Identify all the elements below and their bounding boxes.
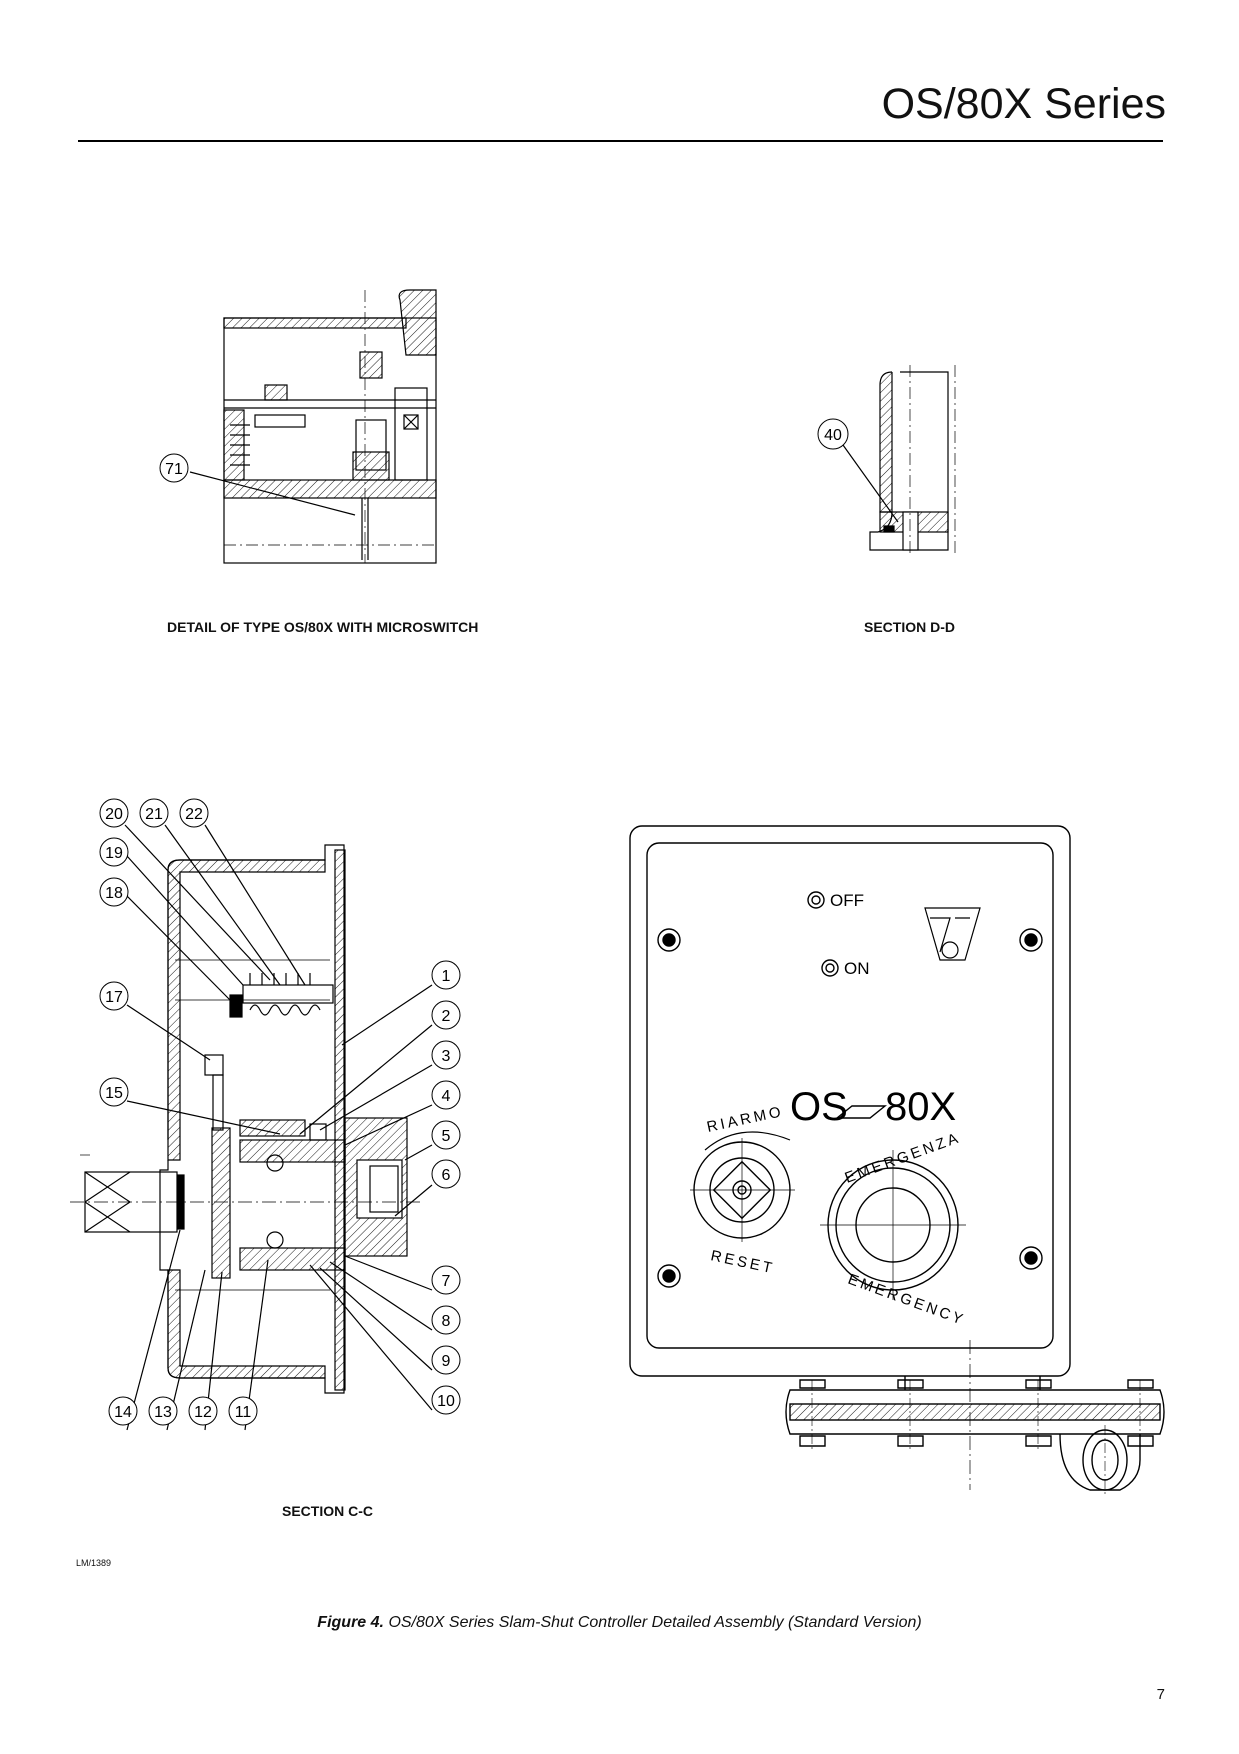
- svg-text:7: 7: [442, 1273, 451, 1290]
- callout-13: 13: [148, 1396, 178, 1426]
- emergency-label: EMERGENCY: [846, 1271, 968, 1329]
- on-label: ON: [844, 959, 870, 978]
- callout-7: 7: [431, 1265, 461, 1295]
- figure-text: OS/80X Series Slam-Shut Controller Detai…: [388, 1614, 922, 1631]
- drawing-reference: LM/1389: [76, 1558, 112, 1568]
- callout-8: 8: [431, 1305, 461, 1335]
- svg-text:11: 11: [235, 1404, 252, 1421]
- callout-20: 20: [99, 798, 129, 828]
- off-label: OFF: [830, 891, 864, 910]
- callout-6: 6: [431, 1159, 461, 1189]
- svg-text:20: 20: [105, 806, 123, 823]
- figure-label: Figure 4.: [317, 1614, 384, 1631]
- svg-text:4: 4: [442, 1088, 451, 1105]
- riarmo-label: RIARMO: [705, 1103, 785, 1136]
- front-panel-labels: OFF ON OS 80X RIARMO RESET EMERGENZA EME…: [705, 891, 967, 1329]
- header-rule: [78, 140, 1163, 142]
- callout-18: 18: [99, 877, 129, 907]
- section-cc: [70, 824, 433, 1431]
- figure-caption: Figure 4. OS/80X Series Slam-Shut Contro…: [0, 1614, 1239, 1632]
- svg-text:13: 13: [154, 1404, 172, 1421]
- svg-text:10: 10: [437, 1393, 455, 1410]
- svg-text:14: 14: [114, 1404, 132, 1421]
- caption-section-dd: SECTION D-D: [864, 619, 955, 635]
- callout-10: 10: [431, 1385, 461, 1415]
- callout-14: 14: [108, 1396, 138, 1426]
- svg-text:2: 2: [442, 1008, 451, 1025]
- svg-text:18: 18: [105, 885, 123, 902]
- callout-15: 15: [99, 1077, 129, 1107]
- svg-text:12: 12: [194, 1404, 212, 1421]
- svg-text:8: 8: [442, 1313, 451, 1330]
- svg-text:1: 1: [442, 968, 451, 985]
- callout-5: 5: [431, 1120, 461, 1150]
- svg-text:6: 6: [442, 1167, 451, 1184]
- callout-12: 12: [188, 1396, 218, 1426]
- caption-section-cc: SECTION C-C: [282, 1503, 373, 1519]
- callout-22: 22: [179, 798, 209, 828]
- callout-3: 3: [431, 1040, 461, 1070]
- model-80x-label: 80X: [885, 1085, 956, 1129]
- page-number: 7: [1156, 1686, 1165, 1703]
- callout-19: 19: [99, 837, 129, 867]
- svg-text:15: 15: [105, 1085, 123, 1102]
- svg-text:19: 19: [105, 845, 123, 862]
- callout-label: 40: [824, 427, 842, 444]
- callout-2: 2: [431, 1000, 461, 1030]
- callout-11: 11: [228, 1396, 258, 1426]
- reset-label: RESET: [709, 1247, 776, 1277]
- callout-label: 71: [165, 461, 183, 478]
- caption-microswitch-detail: DETAIL OF TYPE OS/80X WITH MICROSWITCH: [167, 619, 479, 635]
- svg-text:21: 21: [145, 806, 163, 823]
- svg-text:22: 22: [185, 806, 203, 823]
- callout-1: 1: [431, 960, 461, 990]
- svg-text:17: 17: [105, 989, 123, 1006]
- callout-9: 9: [431, 1345, 461, 1375]
- svg-text:5: 5: [442, 1128, 451, 1145]
- svg-text:9: 9: [442, 1353, 451, 1370]
- callouts-section-cc: 20 21 22 19 18 17 15 1 2 3 4 5 6 7 8 9 1…: [99, 798, 461, 1426]
- section-dd: [842, 365, 956, 555]
- model-os-label: OS: [790, 1085, 848, 1129]
- page-title: OS/80X Series: [881, 80, 1166, 128]
- callout-17: 17: [99, 981, 129, 1011]
- microswitch-detail: [189, 289, 437, 564]
- callout-21: 21: [139, 798, 169, 828]
- svg-text:3: 3: [442, 1048, 451, 1065]
- callout-4: 4: [431, 1080, 461, 1110]
- front-panel: [629, 825, 1165, 1495]
- emergenza-label: EMERGENZA: [843, 1129, 963, 1187]
- callout-40: 40: [817, 418, 849, 450]
- callout-71: 71: [159, 453, 189, 483]
